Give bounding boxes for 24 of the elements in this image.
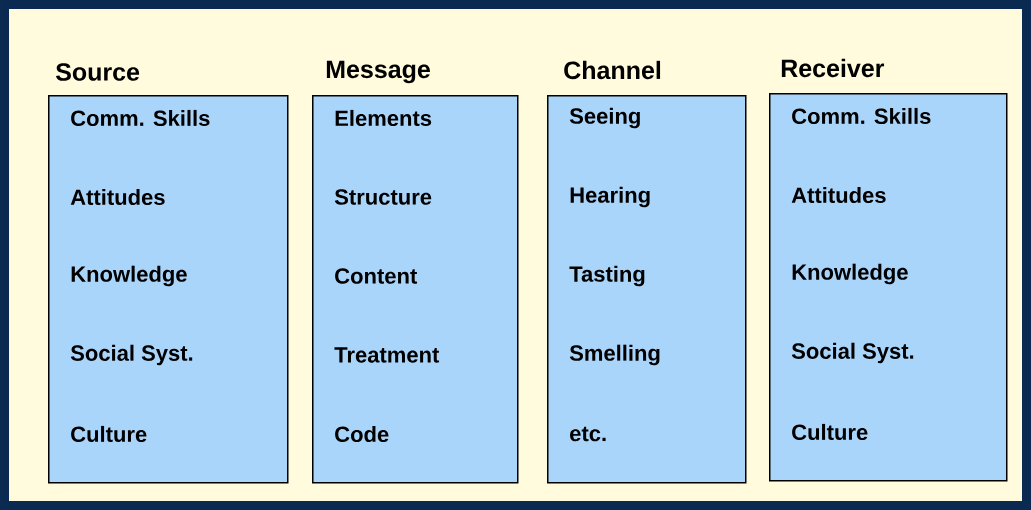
list-item: Structure bbox=[334, 189, 432, 205]
column-heading: Channel bbox=[564, 60, 661, 80]
list-item: Attitudes bbox=[70, 188, 165, 206]
list-item: Comm. Skills bbox=[71, 109, 210, 127]
list-item: Elements bbox=[335, 109, 432, 127]
list-item: Knowledge bbox=[71, 265, 187, 287]
list-item: Attitudes bbox=[791, 186, 886, 204]
list-item: Social Syst. bbox=[70, 344, 193, 366]
list-item: Comm. Skills bbox=[792, 107, 931, 125]
list-item: Treatment bbox=[334, 347, 440, 363]
column-heading: Message bbox=[326, 60, 430, 84]
list-item: Smelling bbox=[569, 344, 660, 366]
list-item: Content bbox=[335, 268, 418, 284]
list-item: Knowledge bbox=[792, 263, 908, 285]
list-item: Seeing bbox=[569, 107, 640, 129]
list-item: Culture bbox=[71, 425, 147, 443]
column-heading: Receiver bbox=[781, 58, 885, 78]
column-heading: Source bbox=[55, 63, 140, 81]
list-item: Culture bbox=[792, 423, 868, 441]
list-item: Hearing bbox=[570, 186, 650, 208]
list-item: etc. bbox=[570, 426, 606, 442]
list-item: Code bbox=[335, 425, 389, 443]
list-item: Tasting bbox=[569, 265, 645, 287]
list-item: Social Syst. bbox=[791, 342, 914, 364]
